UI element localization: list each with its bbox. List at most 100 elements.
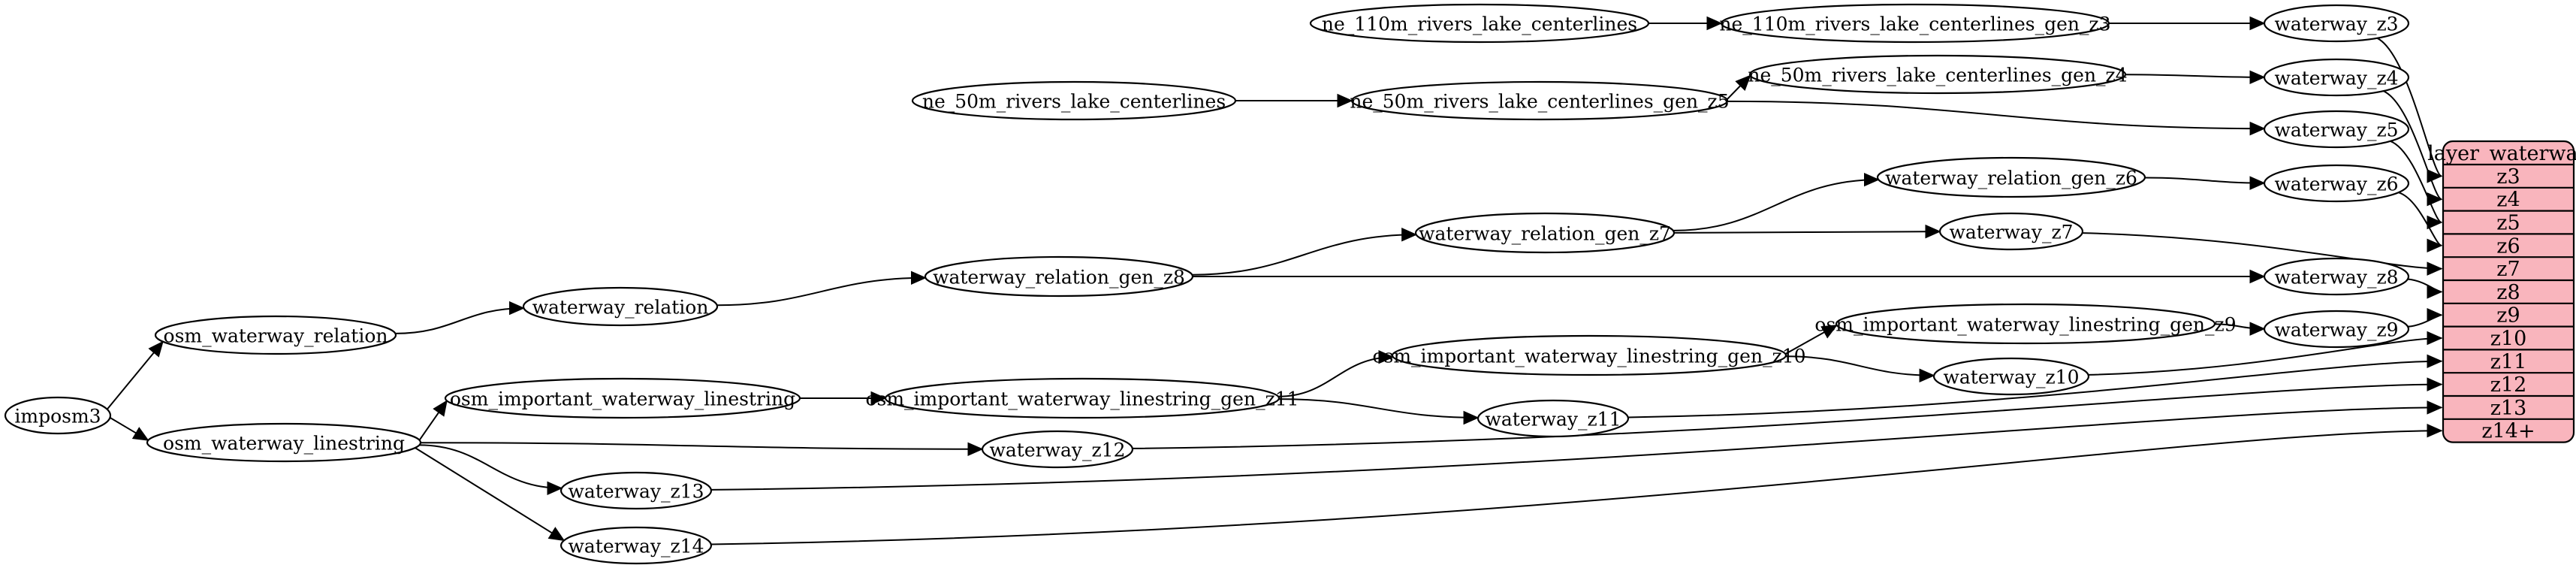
edges bbox=[106, 16, 2443, 545]
edge-waterway_z9-to-layer_waterway-z9 bbox=[2408, 307, 2443, 328]
node-label-osm-important-waterway-linestring-gen-z11: osm_important_waterway_linestring_gen_z1… bbox=[865, 388, 1299, 410]
edge-waterway_z6-to-layer_waterway-z6 bbox=[2398, 192, 2443, 252]
edge-waterway_z13-to-layer_waterway-z13 bbox=[710, 400, 2443, 491]
node-label-waterway-relation: waterway_relation bbox=[532, 297, 709, 319]
node-ellipse bbox=[1309, 3, 1650, 44]
edge-osm_waterway_relation-to-waterway_relation bbox=[395, 301, 525, 334]
table-title: layer_waterway bbox=[2427, 142, 2576, 165]
node-label-waterway-z7: waterway_z7 bbox=[1949, 222, 2073, 243]
node-ellipse bbox=[1938, 212, 2084, 251]
node-label-waterway-z6: waterway_z6 bbox=[2274, 174, 2398, 195]
edge-imposm3-to-osm_waterway_linestring bbox=[109, 417, 149, 441]
node-ellipse bbox=[2263, 257, 2410, 296]
edge-waterway_z11-to-layer_waterway-z11 bbox=[1627, 354, 2443, 418]
node-ne-50m-rivers-lake-centerlines-gen-z4: ne_50m_rivers_lake_centerlines_gen_z4 bbox=[1748, 54, 2128, 95]
node-waterway-z6: waterway_z6 bbox=[2263, 164, 2410, 203]
node-ellipse bbox=[911, 80, 1237, 121]
node-waterway-relation-gen-z6: waterway_relation_gen_z6 bbox=[1876, 156, 2146, 198]
node-ellipse bbox=[444, 377, 801, 419]
node-ellipse bbox=[2263, 4, 2410, 43]
node-ellipse bbox=[2263, 110, 2410, 149]
node-label-osm-waterway-relation: osm_waterway_relation bbox=[164, 325, 388, 347]
node-label-waterway-z10: waterway_z10 bbox=[1943, 367, 2079, 388]
node-label-waterway-z5: waterway_z5 bbox=[2274, 119, 2398, 141]
table-layer-waterway: layer_waterwayz3z4z5z6z7z8z9z10z11z12z13… bbox=[2427, 140, 2576, 443]
node-ellipse bbox=[1414, 212, 1676, 254]
edge-waterway_relation_gen_z7-to-waterway_relation_gen_z6 bbox=[1673, 172, 1880, 231]
node-label-waterway-z4: waterway_z4 bbox=[2274, 68, 2398, 89]
node-ellipse bbox=[1350, 80, 1729, 121]
edge-osm_important_waterway_linestring_gen_z11-to-osm_important_waterway_linestring_gen_z10 bbox=[1278, 349, 1395, 397]
node-label-waterway-relation-gen-z7: waterway_relation_gen_z7 bbox=[1419, 223, 1671, 245]
table-outline bbox=[2442, 140, 2575, 443]
node-label-osm-important-waterway-linestring: osm_important_waterway_linestring bbox=[450, 388, 795, 410]
edge-osm_important_waterway_linestring_gen_z11-to-waterway_z11 bbox=[1278, 398, 1480, 425]
node-ellipse bbox=[1720, 3, 2110, 44]
edge-waterway_z5-to-layer_waterway-z5 bbox=[2390, 140, 2443, 230]
node-label-osm-important-waterway-linestring-gen-z9: osm_important_waterway_linestring_gen_z9 bbox=[1814, 314, 2236, 336]
node-ellipse bbox=[1748, 54, 2127, 95]
table-row-z14+: z14+ bbox=[2481, 420, 2535, 443]
node-ne-50m-rivers-lake-centerlines: ne_50m_rivers_lake_centerlines bbox=[911, 80, 1237, 121]
edge-waterway_z12-to-layer_waterway-z12 bbox=[1132, 377, 2443, 449]
table-row-z8: z8 bbox=[2496, 281, 2520, 304]
node-ellipse bbox=[1876, 156, 2146, 198]
node-waterway-relation-gen-z7: waterway_relation_gen_z7 bbox=[1414, 212, 1676, 254]
node-waterway-z9: waterway_z9 bbox=[2263, 310, 2410, 349]
edge-waterway_z3-to-layer_waterway-z3 bbox=[2376, 37, 2443, 183]
node-waterway-z3: waterway_z3 bbox=[2263, 4, 2410, 43]
node-waterway-z4: waterway_z4 bbox=[2263, 58, 2410, 97]
edge-waterway_relation_gen_z6-to-waterway_z6 bbox=[2144, 176, 2266, 190]
edge-osm_important_waterway_linestring_gen_z9-to-waterway_z9 bbox=[2214, 322, 2266, 336]
node-ne-50m-rivers-lake-centerlines-gen-z5: ne_50m_rivers_lake_centerlines_gen_z5 bbox=[1350, 80, 1730, 121]
table-row-z9: z9 bbox=[2496, 304, 2520, 328]
edge-imposm3-to-osm_waterway_relation bbox=[106, 340, 164, 410]
table-row-z3: z3 bbox=[2496, 165, 2520, 189]
edge-waterway_z8-to-layer_waterway-z8 bbox=[2407, 278, 2443, 299]
table-row-z5: z5 bbox=[2496, 212, 2520, 235]
edge-waterway_z10-to-layer_waterway-z10 bbox=[2088, 331, 2443, 376]
node-label-ne-50m-rivers-lake-centerlines-gen-z4: ne_50m_rivers_lake_centerlines_gen_z4 bbox=[1748, 65, 2127, 86]
node-ellipse bbox=[4, 396, 112, 435]
node-osm-important-waterway-linestring-gen-z10: osm_important_waterway_linestring_gen_z1… bbox=[1372, 334, 1806, 376]
node-osm-waterway-relation: osm_waterway_relation bbox=[154, 315, 397, 355]
edge-ne_50m_rivers_lake_centerlines_gen_z4-to-waterway_z4 bbox=[2125, 70, 2266, 85]
node-ellipse bbox=[1835, 303, 2216, 345]
table-row-z11: z11 bbox=[2490, 350, 2527, 373]
node-ellipse bbox=[2263, 310, 2410, 349]
node-ellipse bbox=[1932, 357, 2090, 396]
node-label-osm-waterway-linestring: osm_waterway_linestring bbox=[163, 433, 405, 455]
table-row-z13: z13 bbox=[2490, 397, 2527, 420]
table-row-z4: z4 bbox=[2496, 189, 2520, 212]
edge-osm_important_waterway_linestring_gen_z10-to-osm_important_waterway_linestring_gen_z9 bbox=[1784, 325, 1838, 355]
edge-waterway_z4-to-layer_waterway-z4 bbox=[2383, 90, 2443, 207]
node-osm-important-waterway-linestring-gen-z9: osm_important_waterway_linestring_gen_z9 bbox=[1814, 303, 2237, 345]
table-row-z12: z12 bbox=[2490, 373, 2527, 397]
edge-ne_50m_rivers_lake_centerlines_gen_z5-to-waterway_z5 bbox=[1727, 100, 2266, 136]
table-row-z7: z7 bbox=[2496, 258, 2520, 281]
edge-waterway_relation_gen_z8-to-waterway_relation_gen_z7 bbox=[1192, 228, 1418, 276]
node-osm-important-waterway-linestring-gen-z11: osm_important_waterway_linestring_gen_z1… bbox=[865, 377, 1299, 419]
node-waterway-z8: waterway_z8 bbox=[2263, 257, 2410, 296]
node-label-waterway-z8: waterway_z8 bbox=[2274, 267, 2398, 289]
node-ellipse bbox=[560, 471, 713, 510]
node-ellipse bbox=[884, 377, 1280, 419]
node-osm-important-waterway-linestring: osm_important_waterway_linestring bbox=[444, 377, 801, 419]
node-ellipse bbox=[924, 255, 1194, 298]
node-ellipse bbox=[154, 315, 397, 355]
node-label-waterway-z14: waterway_z14 bbox=[568, 536, 704, 557]
node-label-imposm3: imposm3 bbox=[14, 406, 101, 428]
node-ellipse bbox=[522, 286, 719, 327]
edge-ne_50m_rivers_lake_centerlines_gen_z5-to-ne_50m_rivers_lake_centerlines_gen_z4 bbox=[1726, 74, 1751, 101]
node-label-waterway-relation-gen-z8: waterway_relation_gen_z8 bbox=[933, 267, 1185, 289]
node-waterway-relation: waterway_relation bbox=[522, 286, 719, 327]
node-ne-110m-rivers-lake-centerlines-gen-z3: ne_110m_rivers_lake_centerlines_gen_z3 bbox=[1719, 3, 2111, 44]
node-ellipse bbox=[146, 422, 422, 463]
node-label-ne-50m-rivers-lake-centerlines-gen-z5: ne_50m_rivers_lake_centerlines_gen_z5 bbox=[1350, 91, 1729, 113]
edge-osm_waterway_linestring-to-waterway_z13 bbox=[419, 444, 563, 496]
node-waterway-z11: waterway_z11 bbox=[1477, 399, 1630, 438]
node-waterway-relation-gen-z8: waterway_relation_gen_z8 bbox=[924, 255, 1194, 298]
edge-waterway_relation_gen_z7-to-waterway_z7 bbox=[1673, 224, 1941, 239]
node-ellipse bbox=[2263, 164, 2410, 203]
